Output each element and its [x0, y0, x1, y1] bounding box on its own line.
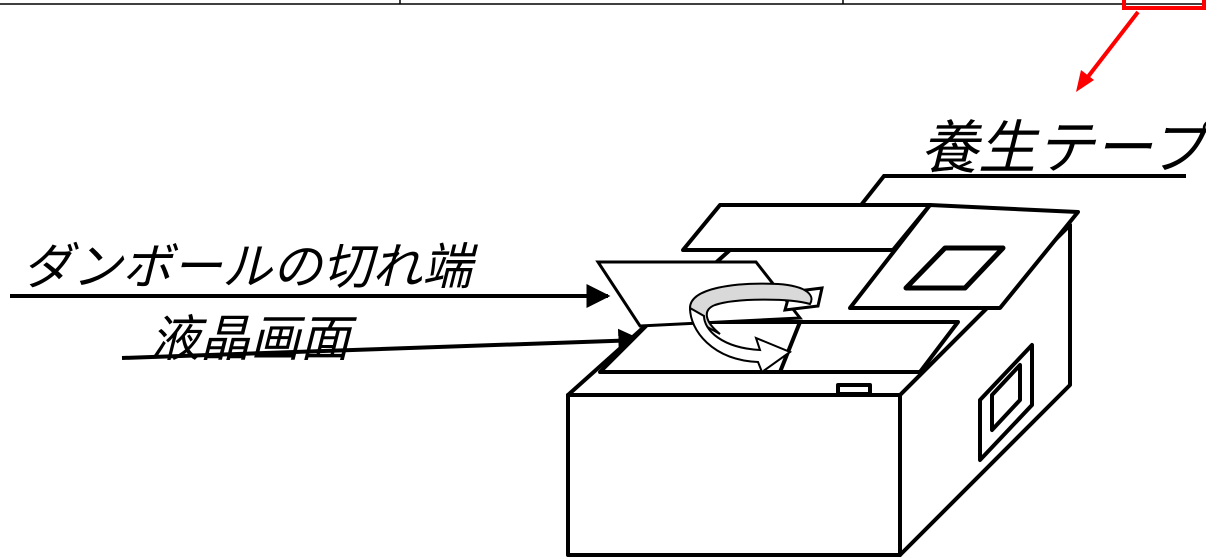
lid-panel-back — [681, 203, 932, 252]
lid-window — [903, 245, 1006, 291]
box-illustration — [566, 203, 1080, 557]
box-front-face — [566, 393, 902, 557]
highlight-box — [1122, 0, 1206, 10]
rim-latch — [836, 383, 872, 396]
table-border-top — [0, 0, 1206, 5]
label-tape: 養生テープ — [920, 114, 1206, 182]
label-cardboard-scrap: ダンボールの切れ端 — [22, 238, 478, 296]
label-lcd-screen: 液晶画面 — [150, 310, 357, 368]
red-pointer-arrow — [1076, 10, 1140, 92]
curved-rotation-arrow — [688, 282, 813, 374]
side-handle-inner — [990, 363, 1022, 432]
